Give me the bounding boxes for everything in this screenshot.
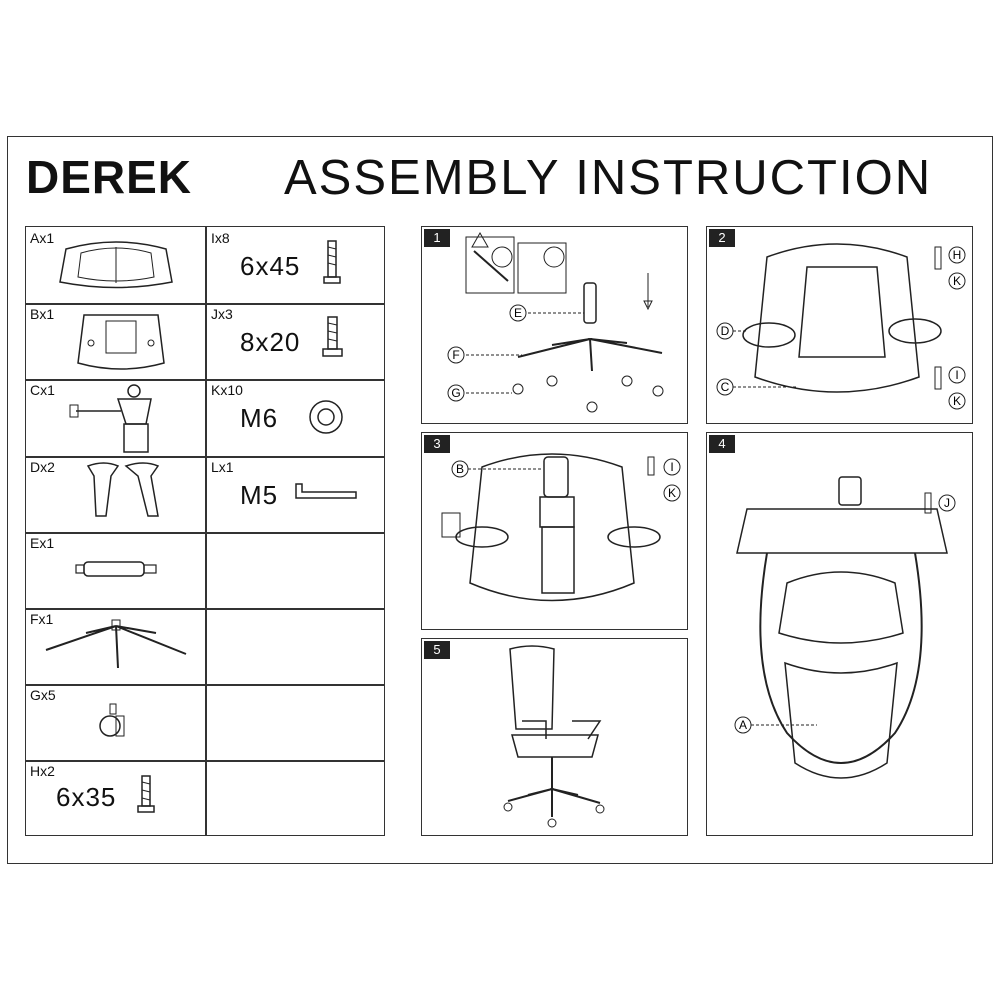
part-label: Fx1 [30, 611, 54, 627]
part-cell-d: Dx2 [26, 456, 205, 532]
step-3-panel: 3 B I K [421, 432, 688, 630]
completed-chair-icon [503, 645, 605, 828]
seat-icon [59, 241, 173, 289]
part-cell-f: Fx1 [26, 608, 205, 684]
seat-cover-icon [77, 314, 165, 370]
step-2-diagram: H K D I K C [716, 243, 966, 410]
gas-lift-icon [75, 561, 157, 577]
callout-k: K [668, 486, 676, 500]
hardware-label: Jx3 [211, 306, 233, 322]
part-label: Bx1 [30, 306, 55, 322]
row-divider [26, 760, 384, 762]
callout-c: C [721, 380, 730, 394]
callout-i: I [670, 460, 673, 474]
step-4-diagram: J A [734, 476, 956, 779]
step-3-diagram: B I K [441, 453, 681, 602]
callout-k: K [953, 274, 961, 288]
hardware-size: 6x45 [240, 251, 301, 281]
callout-k: K [953, 394, 961, 408]
step-number: 3 [424, 435, 450, 453]
armrest-icon [86, 462, 160, 517]
callout-b: B [456, 462, 464, 476]
part-label: Dx2 [30, 459, 55, 475]
step-1-panel: 1 E F G [421, 226, 688, 424]
base-icon [45, 619, 187, 669]
step-number: 5 [424, 641, 450, 659]
hardware-label: Lx1 [211, 459, 234, 475]
hardware-size: 8x20 [240, 327, 301, 357]
part-label: Ex1 [30, 535, 55, 551]
washer-icon [309, 400, 343, 434]
part-cell-b: Bx1 [26, 303, 205, 379]
bolt-icon [323, 240, 341, 284]
part-label: Ax1 [30, 230, 55, 246]
step-number: 4 [709, 435, 735, 453]
callout-a: A [739, 718, 747, 732]
brand-name: DEREK [26, 151, 193, 203]
callout-d: D [721, 324, 730, 338]
caster-icon [99, 703, 125, 737]
callout-f: F [452, 348, 459, 362]
hardware-cell-j: Jx3 8x20 [206, 303, 386, 379]
parts-divider [205, 227, 207, 835]
mechanism-icon [69, 384, 152, 453]
callout-h: H [953, 248, 962, 262]
step-2-panel: 2 H K D I K C [706, 226, 973, 424]
step-number: 1 [424, 229, 450, 247]
hardware-cell-l: Lx1 M5 [206, 456, 386, 532]
hardware-label: Ix8 [211, 230, 230, 246]
step-5-panel: 5 [421, 638, 688, 836]
callout-j: J [944, 496, 950, 510]
part-label: Cx1 [30, 382, 55, 398]
hardware-label: Kx10 [211, 382, 243, 398]
callout-e: E [514, 306, 522, 320]
part-cell-e: Ex1 [26, 532, 205, 608]
page-title: ASSEMBLY INSTRUCTION [284, 151, 933, 205]
bolt-icon [322, 316, 343, 357]
part-cell-a: Ax1 [26, 227, 205, 303]
part-label: Hx2 [30, 763, 55, 779]
row-divider [26, 532, 384, 534]
parts-list: Ax1 Bx1 Cx1 Dx2 Ex1 [25, 226, 385, 836]
part-cell-h: Hx2 6x35 [26, 760, 205, 837]
row-divider [26, 684, 384, 686]
callout-g: G [451, 386, 460, 400]
row-divider [26, 303, 384, 305]
hardware-cell-k: Kx10 M6 [206, 379, 386, 456]
instruction-sheet [7, 136, 993, 864]
hardware-size: M6 [240, 403, 279, 433]
callout-i: I [955, 368, 958, 382]
hardware-cell-i: Ix8 6x45 [206, 227, 386, 303]
bolt-icon [137, 775, 155, 813]
part-cell-g: Gx5 [26, 684, 205, 760]
allen-key-icon [295, 483, 357, 499]
part-size: 6x35 [56, 782, 117, 812]
row-divider [26, 379, 384, 381]
part-cell-c: Cx1 [26, 379, 205, 456]
row-divider [26, 456, 384, 458]
step-4-panel: 4 J A [706, 432, 973, 836]
step-number: 2 [709, 229, 735, 247]
step-1-diagram: E F G [447, 231, 664, 413]
hardware-size: M5 [240, 480, 279, 510]
part-label: Gx5 [30, 687, 56, 703]
row-divider [26, 608, 384, 610]
